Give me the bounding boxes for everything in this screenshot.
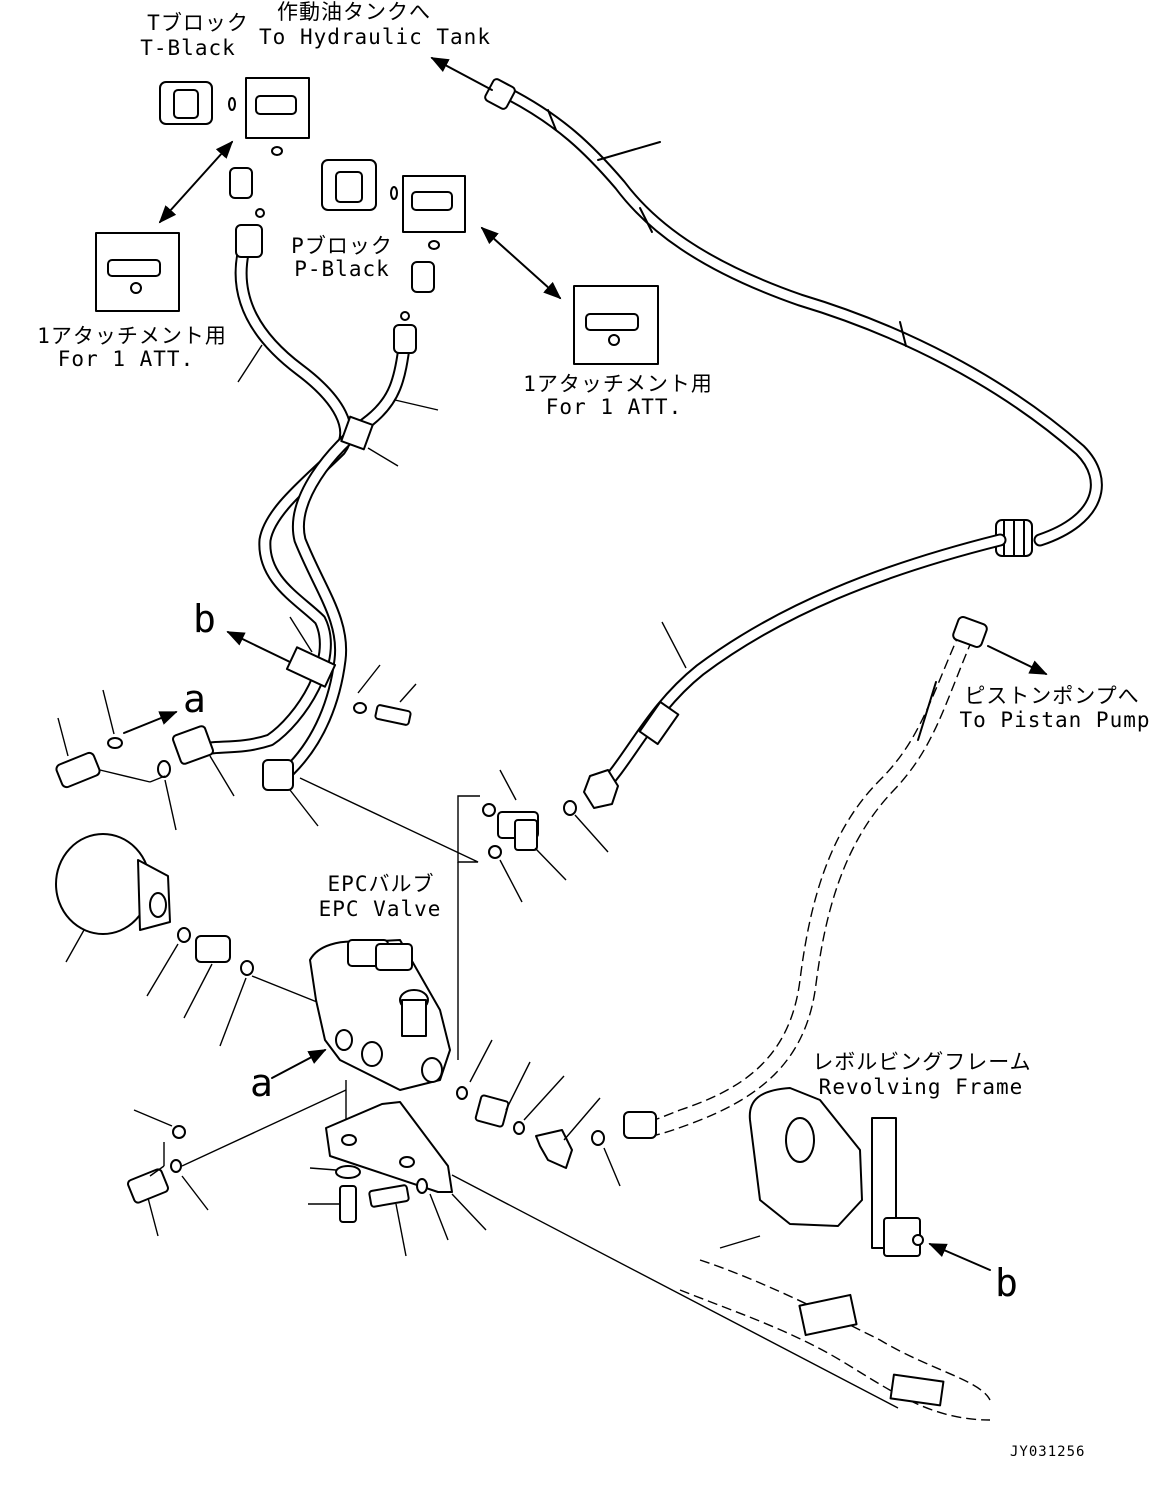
att-right-label-jp: 1アタッチメント用 — [523, 372, 713, 396]
left-fitting-group — [55, 689, 319, 831]
att-right-label-en: For 1 ATT. — [545, 395, 683, 419]
pump-label-jp: ピストンポンプへ — [964, 684, 1140, 708]
epc-valve-body — [309, 939, 451, 1140]
epc-label-en: EPC Valve — [318, 897, 442, 921]
ref-b-lower: b — [995, 1261, 1018, 1305]
piston-pump-hose — [623, 616, 988, 1139]
epc-label-jp: EPCバルブ — [327, 872, 435, 896]
ref-a-lower: a — [250, 1061, 273, 1105]
att-inset-right — [573, 285, 659, 365]
tank-return-hose — [484, 78, 1103, 557]
clamp-bolt — [353, 664, 417, 726]
a-lower-arrow — [271, 1049, 327, 1079]
ref-b-upper: b — [193, 597, 216, 641]
tee-fitting — [299, 769, 609, 1060]
pump-label-en: To Pistan Pump — [959, 708, 1151, 732]
t-block-label-en: T-Black — [140, 36, 236, 60]
t-block-group — [159, 77, 310, 218]
pump-direction-arrow — [987, 645, 1048, 675]
epc-bracket — [308, 1101, 899, 1409]
ref-a-upper: a — [183, 677, 206, 721]
p-block-group — [321, 159, 466, 321]
tank-label-jp: 作動油タンクへ — [277, 0, 431, 24]
att-inset-left — [95, 232, 180, 312]
frame-label-jp: レボルビングフレーム — [812, 1050, 1032, 1074]
pilot-hoses-left — [172, 224, 439, 791]
lower-left-fitting — [127, 1089, 347, 1237]
tank-label-en: To Hydraulic Tank — [259, 25, 491, 49]
p-block-swap-arrow — [480, 226, 562, 300]
att-left-label-en: For 1 ATT. — [57, 347, 195, 371]
p-block-label-en: P-Black — [294, 257, 390, 281]
epc-right-fittings — [456, 1039, 621, 1187]
drawing-number: JY031256 — [1010, 1444, 1086, 1460]
p-block-label-jp: Pブロック — [291, 234, 393, 258]
t-block-swap-arrow — [158, 140, 234, 224]
frame-label-en: Revolving Frame — [818, 1075, 1024, 1099]
b-lower-arrow — [928, 1243, 991, 1271]
att-left-label-jp: 1アタッチメント用 — [37, 324, 227, 348]
b-upper-arrow — [226, 631, 291, 663]
main-return-hose-lower — [583, 533, 1007, 809]
tank-direction-arrow — [430, 57, 493, 91]
t-block-label-jp: Tブロック — [147, 11, 249, 35]
a-upper-arrow — [123, 711, 178, 734]
revolving-frame — [679, 1087, 991, 1421]
accumulator — [55, 833, 333, 1047]
